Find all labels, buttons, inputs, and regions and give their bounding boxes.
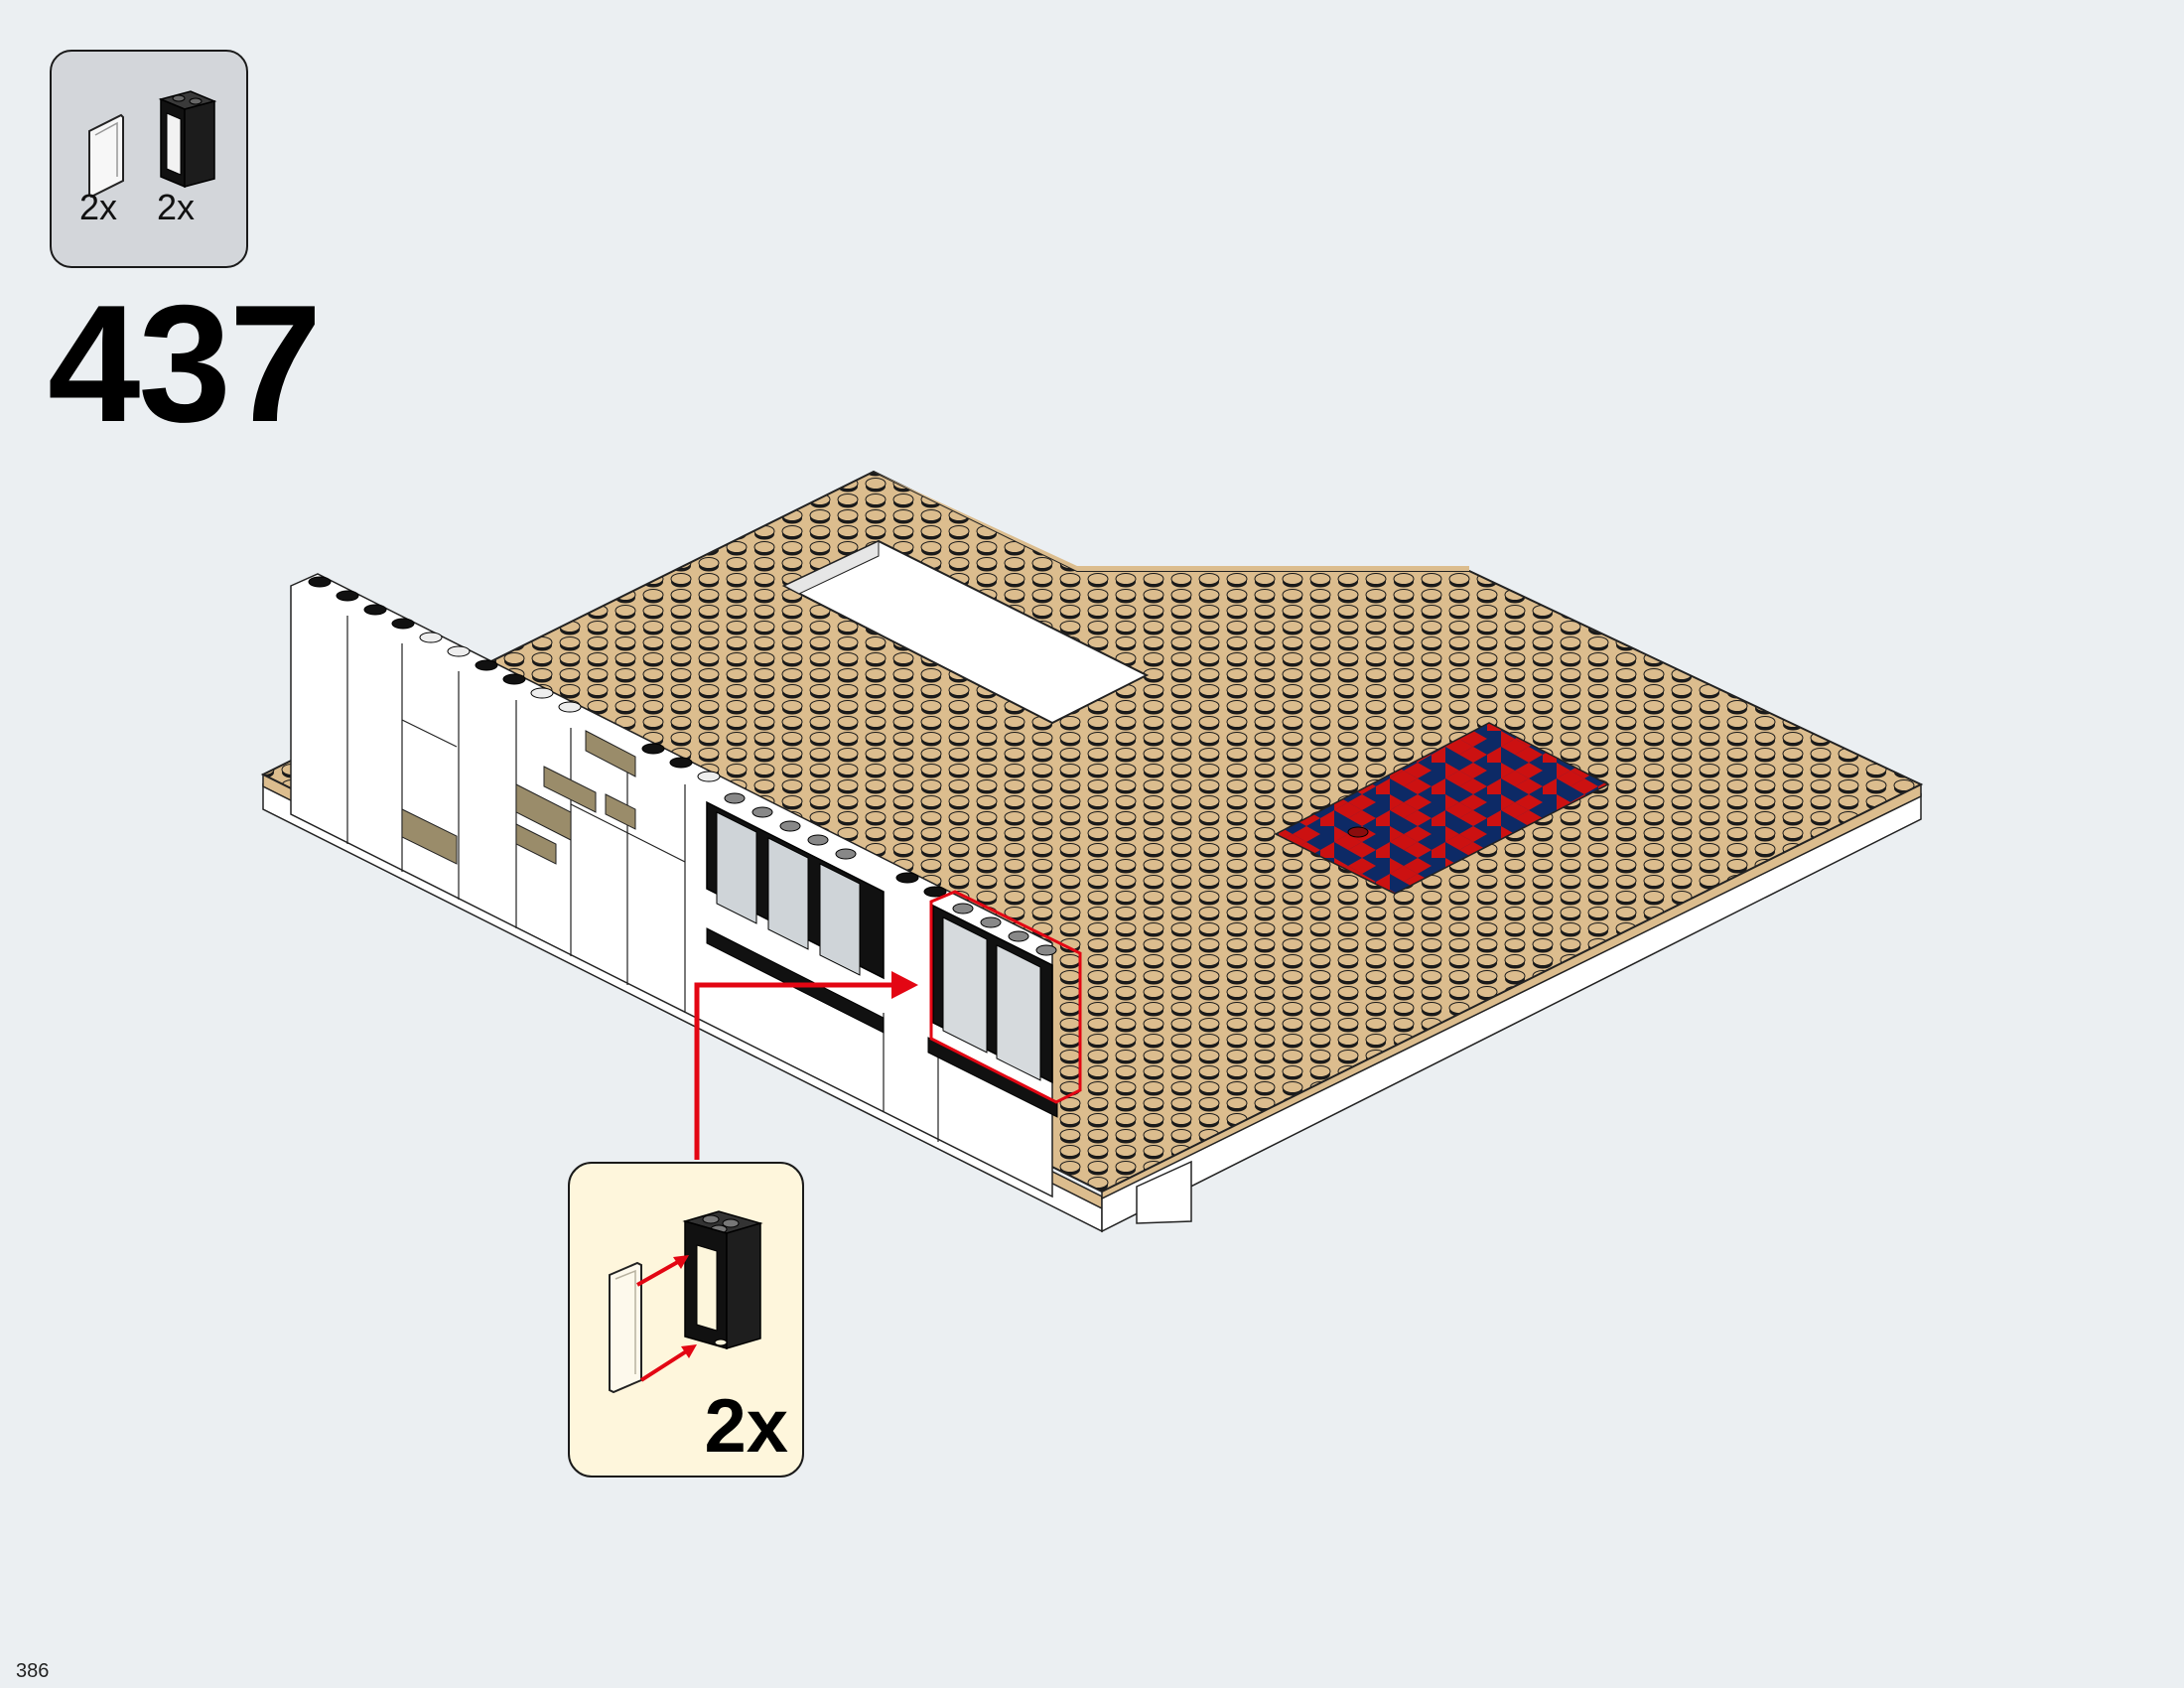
assembly-arrow bbox=[636, 1255, 697, 1382]
sub-assembly-box: 2x bbox=[568, 1162, 804, 1477]
new-windows bbox=[927, 890, 1082, 1118]
parts-list-art bbox=[88, 90, 217, 199]
floor-opening bbox=[781, 539, 1150, 725]
existing-windows bbox=[706, 792, 885, 1034]
brick-texture bbox=[401, 730, 636, 865]
callout-arrow bbox=[694, 971, 918, 1160]
sub-assembly-art bbox=[609, 1210, 763, 1394]
part-count-glass: 2x bbox=[79, 187, 118, 227]
part-count-frame: 2x bbox=[157, 187, 196, 227]
parts-list-box: 2x 2x bbox=[50, 50, 248, 268]
baseplate bbox=[260, 470, 1924, 1194]
window-frame-icon bbox=[158, 90, 217, 189]
window-glass-panel-icon bbox=[88, 113, 124, 199]
window-glass-panel-icon bbox=[609, 1261, 642, 1394]
window-frame-icon bbox=[682, 1210, 763, 1350]
page-number: 386 bbox=[16, 1660, 50, 1682]
step-number: 437 bbox=[48, 270, 322, 457]
sub-assembly-count: 2x bbox=[704, 1384, 788, 1469]
checker-tiles bbox=[1274, 722, 1610, 895]
